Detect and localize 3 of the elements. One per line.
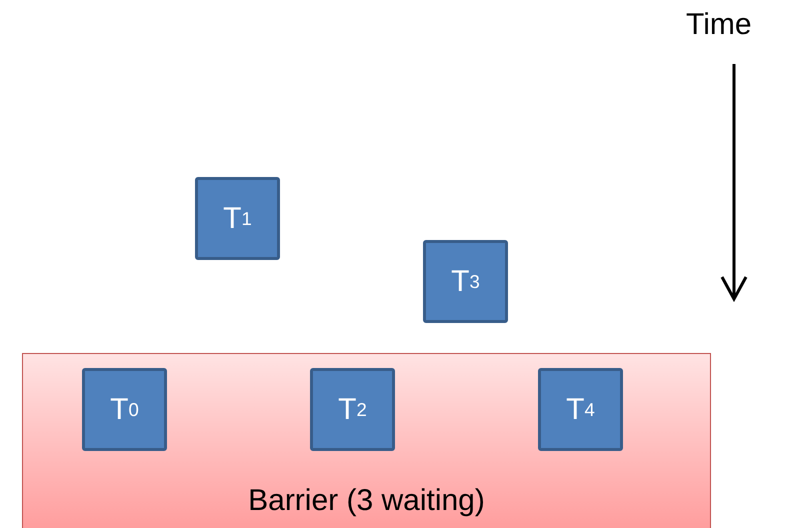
barrier-label: Barrier (3 waiting) [247, 484, 486, 518]
barrier-region [22, 353, 711, 528]
time-label: Time [686, 8, 752, 42]
